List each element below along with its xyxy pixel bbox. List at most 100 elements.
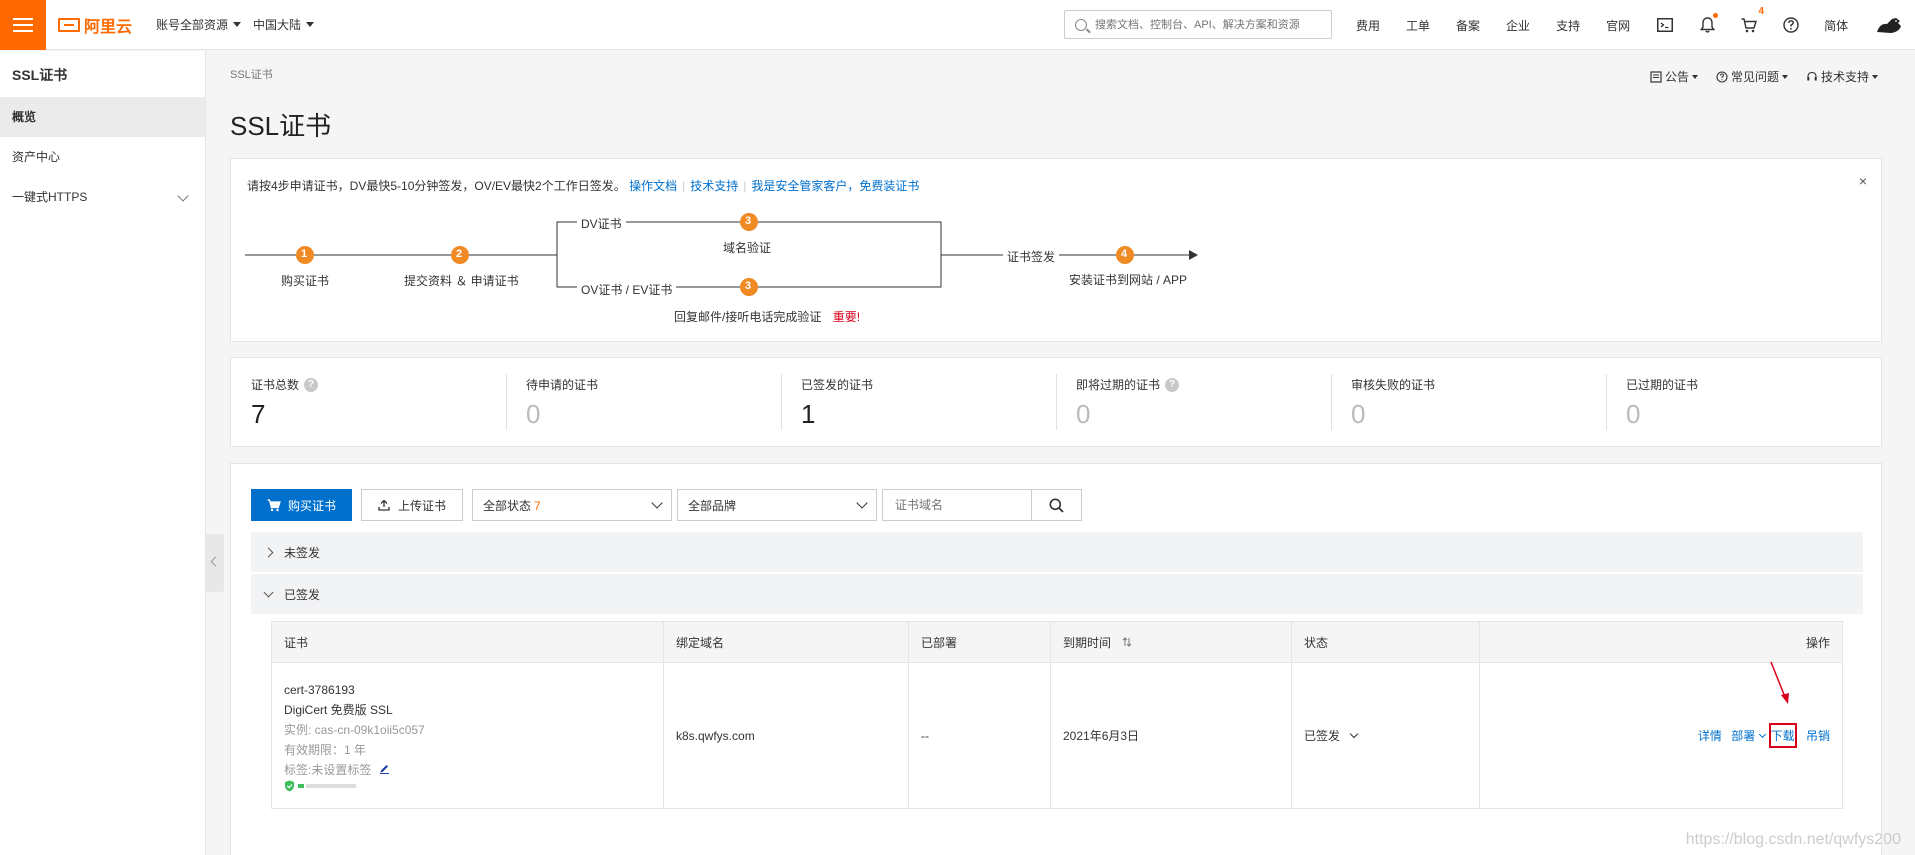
email-phone-verify-label: 回复邮件/接听电话完成验证 重要! (674, 308, 860, 325)
group-pending-label: 未签发 (284, 545, 321, 560)
chevron-down-icon (1350, 729, 1359, 739)
stat-expiring[interactable]: 即将过期的证书? 0 (1056, 358, 1331, 446)
group-pending-toggle[interactable]: 未签发 (251, 532, 1863, 572)
status-label: 已签发 (1304, 729, 1341, 743)
global-search[interactable] (1064, 10, 1332, 39)
process-flow-diagram (245, 213, 1198, 296)
faq-dropdown[interactable]: 常见问题 (1716, 68, 1789, 85)
help-links: 公告 常见问题 技术支持 (1650, 68, 1896, 85)
download-link[interactable]: 下载 (1770, 729, 1795, 743)
language-switch[interactable]: 简体 (1824, 18, 1849, 33)
guide-note: 请按4步申请证书，DV最快5-10分钟签发，OV/EV最快2个工作日签发。 操作… (247, 177, 919, 194)
link-tickets[interactable]: 工单 (1406, 18, 1431, 33)
stat-label: 证书总数 (251, 378, 300, 392)
download-highlight-box: 下载 (1768, 723, 1797, 748)
certificate-table: 证书 绑定域名 已部署 到期时间 状态 操作 cert-3786193 Digi… (271, 621, 1843, 809)
certificate-stats: 证书总数? 7 待申请的证书 0 已签发的证书 1 即将过期的证书? 0 审核失… (230, 357, 1882, 447)
terminal-icon[interactable] (1656, 16, 1674, 34)
col-operations: 操作 (1479, 621, 1843, 663)
col-expiry[interactable]: 到期时间 (1050, 621, 1292, 663)
global-search-input[interactable] (1095, 18, 1325, 31)
logo-text: 阿里云 (84, 18, 133, 36)
help-icon[interactable]: ? (1165, 377, 1180, 392)
domain-verify-label: 域名验证 (723, 241, 772, 255)
region-label: 中国大陆 (253, 18, 302, 32)
region-dropdown[interactable]: 中国大陆 (253, 16, 315, 33)
buy-certificate-button[interactable]: 购买证书 (251, 489, 353, 521)
sidebar-collapse-handle[interactable] (206, 534, 224, 592)
user-avatar[interactable] (1874, 10, 1904, 40)
stat-total[interactable]: 证书总数? 7 (231, 358, 506, 446)
detail-link[interactable]: 详情 (1697, 729, 1722, 743)
question-icon (1716, 70, 1728, 83)
link-enterprise[interactable]: 企业 (1506, 18, 1531, 33)
stat-value: 0 (1076, 399, 1091, 429)
stat-label: 已过期的证书 (1626, 378, 1699, 392)
close-icon[interactable]: × (1858, 173, 1867, 189)
faq-label: 常见问题 (1731, 70, 1780, 84)
edit-icon[interactable] (379, 763, 390, 774)
caret-down-icon (306, 22, 315, 27)
install-label: 安装证书到网站 / APP (1069, 273, 1188, 287)
upload-certificate-button[interactable]: 上传证书 (361, 489, 464, 521)
caret-down-icon (233, 22, 242, 27)
breadcrumb[interactable]: SSL证书 (230, 69, 273, 81)
stat-issued[interactable]: 已签发的证书 1 (781, 358, 1056, 446)
stat-label: 已签发的证书 (801, 378, 874, 392)
page-title: SSL证书 (230, 111, 332, 141)
caret-down-icon (1782, 74, 1789, 79)
divider: | (743, 179, 747, 193)
link-fees[interactable]: 费用 (1356, 18, 1381, 33)
domain-search-input[interactable] (882, 489, 1033, 521)
flow-step-badges (296, 213, 1134, 296)
announcement-dropdown[interactable]: 公告 (1650, 68, 1699, 85)
sidebar-item-overview[interactable]: 概览 (0, 97, 205, 137)
status-cell[interactable]: 已签发 (1291, 662, 1480, 809)
hamburger-menu-icon[interactable] (0, 0, 46, 50)
sidebar-item-one-click-https[interactable]: 一键式HTTPS (0, 177, 205, 217)
help-icon[interactable]: ? (304, 377, 319, 392)
arrow-head-icon (1189, 250, 1198, 260)
group-issued-toggle[interactable]: 已签发 (251, 574, 1863, 614)
cart-icon (267, 498, 281, 511)
tech-support-dropdown[interactable]: 技术支持 (1806, 68, 1879, 85)
link-support[interactable]: 支持 (1556, 18, 1581, 33)
col-deployed: 已部署 (908, 621, 1051, 663)
brand-filter-select[interactable]: 全部品牌 (677, 489, 878, 521)
help-icon[interactable] (1782, 16, 1800, 34)
link-website[interactable]: 官网 (1606, 18, 1631, 33)
operations-cell: 详情 部署 下载 吊销 (1479, 661, 1843, 809)
cart-icon[interactable]: 4 (1740, 6, 1764, 34)
headset-icon (1807, 71, 1817, 80)
stat-value: 7 (251, 399, 266, 429)
buy-certificate-label: 购买证书 (288, 498, 337, 513)
guide-note-text: 请按4步申请证书，DV最快5-10分钟签发，OV/EV最快2个工作日签发。 (247, 179, 626, 193)
bell-icon[interactable] (1698, 13, 1719, 34)
stat-value: 0 (1351, 399, 1366, 429)
link-operation-docs[interactable]: 操作文档 (629, 179, 678, 193)
step-number: 2 (456, 248, 463, 260)
stat-pending[interactable]: 待申请的证书 0 (506, 358, 781, 446)
stat-failed[interactable]: 审核失败的证书 0 (1331, 358, 1606, 446)
chevron-down-icon (177, 190, 189, 202)
link-managed-customer[interactable]: 我是安全管家客户，免费装证书 (751, 179, 920, 193)
stat-value: 1 (801, 399, 816, 429)
sort-icon[interactable] (1122, 636, 1132, 647)
stat-expired[interactable]: 已过期的证书 0 (1606, 358, 1881, 446)
cart-count-badge: 4 (1758, 6, 1765, 17)
sidebar-item-assets[interactable]: 资产中心 (0, 137, 205, 177)
cert-instance: 实例: cas-cn-09k1oii5c057 (284, 722, 425, 737)
ov-ev-cert-label: OV证书 / EV证书 (577, 281, 677, 298)
stat-value: 0 (1626, 399, 1641, 429)
deploy-dropdown[interactable]: 部署 (1731, 729, 1767, 743)
domain-search-button[interactable] (1032, 489, 1083, 521)
revoke-link[interactable]: 吊销 (1805, 729, 1830, 743)
account-resources-dropdown[interactable]: 账号全部资源 (156, 16, 242, 33)
status-filter-label: 全部状态 (483, 498, 532, 513)
aliyun-logo[interactable]: 阿里云 (58, 13, 132, 37)
link-filing[interactable]: 备案 (1456, 18, 1481, 33)
col-certificate: 证书 (271, 621, 664, 663)
link-tech-support[interactable]: 技术支持 (690, 179, 739, 193)
stat-value: 0 (526, 399, 541, 429)
